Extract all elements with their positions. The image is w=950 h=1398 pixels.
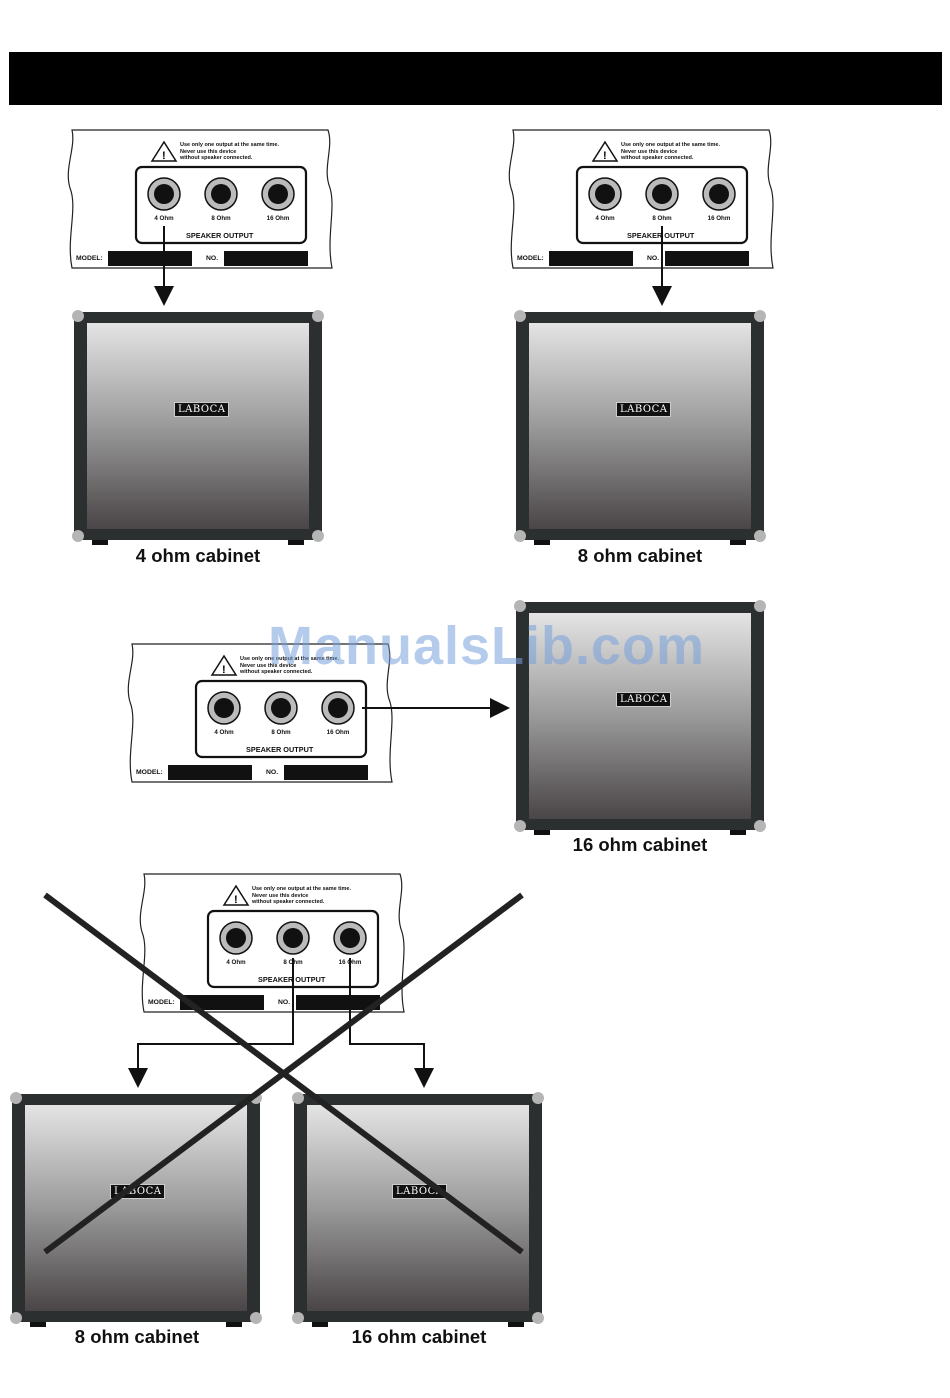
cabinet-body bbox=[514, 600, 766, 835]
jack-label-8: 8 Ohm bbox=[271, 729, 291, 736]
no-label: NO. bbox=[266, 769, 279, 776]
jack-label-16: 16 Ohm bbox=[266, 215, 290, 222]
amp-panel-8ohm: ! Use only one output at the same time. … bbox=[505, 128, 777, 274]
jack-4ohm-icon bbox=[207, 691, 241, 725]
caption-16ohm: 16 ohm cabinet bbox=[572, 834, 708, 855]
panel-outline: ! bbox=[127, 643, 393, 783]
jack-label-16: 16 Ohm bbox=[326, 729, 350, 736]
warning-icon bbox=[210, 654, 238, 676]
laboca-logo: LABOCA bbox=[110, 1184, 166, 1199]
jack-label-8: 8 Ohm bbox=[211, 215, 231, 222]
svg-text:!: ! bbox=[162, 150, 166, 162]
cabinet-body bbox=[72, 310, 324, 545]
jack-label-4: 4 Ohm bbox=[214, 729, 234, 736]
jack-16ohm-icon bbox=[261, 177, 295, 211]
cabinet-body bbox=[514, 310, 766, 545]
amp-panel-16ohm: ! Use only one output at the same time. … bbox=[124, 642, 396, 788]
cabinet-wrong-16ohm: LABOCA bbox=[292, 1092, 544, 1328]
jack-label-16: 16 Ohm bbox=[338, 959, 362, 966]
model-label: MODEL: bbox=[136, 769, 163, 776]
caption-wrong-8ohm: 8 ohm cabinet bbox=[74, 1326, 200, 1347]
cabinet-body bbox=[10, 1092, 262, 1327]
speaker-output-label: SPEAKER OUTPUT bbox=[258, 975, 326, 984]
cabinet-body bbox=[292, 1092, 544, 1327]
amp-panel-wrong: ! Use only one output at the same time. … bbox=[136, 872, 408, 1018]
svg-text:!: ! bbox=[234, 894, 238, 906]
caption-4ohm: 4 ohm cabinet bbox=[135, 545, 261, 566]
model-label: MODEL: bbox=[76, 255, 103, 262]
svg-text:!: ! bbox=[603, 150, 607, 162]
cabinet-8ohm: LABOCA bbox=[514, 310, 766, 546]
laboca-logo: LABOCA bbox=[616, 692, 672, 707]
model-label: MODEL: bbox=[148, 999, 175, 1006]
caption-wrong-16ohm: 16 ohm cabinet bbox=[351, 1326, 487, 1347]
no-label: NO. bbox=[206, 255, 219, 262]
jack-8ohm-icon bbox=[276, 921, 310, 955]
jack-16ohm-icon bbox=[321, 691, 355, 725]
speaker-output-label: SPEAKER OUTPUT bbox=[627, 231, 695, 240]
laboca-logo: LABOCA bbox=[616, 402, 672, 417]
panel-outline: ! bbox=[67, 129, 333, 269]
header-bar bbox=[9, 52, 942, 105]
jack-label-8: 8 Ohm bbox=[283, 959, 303, 966]
watermark: ManualsLib.com bbox=[268, 616, 706, 676]
cabinet-4ohm: LABOCA bbox=[72, 310, 324, 546]
warning-icon bbox=[150, 140, 178, 162]
svg-text:!: ! bbox=[222, 664, 226, 676]
laboca-logo: LABOCA bbox=[174, 402, 230, 417]
warning-text: Use only one output at the same time. Ne… bbox=[252, 886, 352, 905]
jack-16ohm-icon bbox=[333, 921, 367, 955]
caption-8ohm: 8 ohm cabinet bbox=[577, 545, 703, 566]
speaker-output-label: SPEAKER OUTPUT bbox=[186, 231, 254, 240]
cabinet-wrong-8ohm: LABOCA bbox=[10, 1092, 262, 1328]
jack-4ohm-icon bbox=[219, 921, 253, 955]
speaker-output-label: SPEAKER OUTPUT bbox=[246, 745, 314, 754]
warning-icon bbox=[591, 140, 619, 162]
jack-4ohm-icon bbox=[147, 177, 181, 211]
jack-4ohm-icon bbox=[588, 177, 622, 211]
amp-panel-4ohm: ! Use only one output at the same time. … bbox=[64, 128, 336, 274]
jack-label-16: 16 Ohm bbox=[707, 215, 731, 222]
warning-text: Use only one output at the same time. Ne… bbox=[240, 656, 340, 675]
jack-8ohm-icon bbox=[645, 177, 679, 211]
jack-8ohm-icon bbox=[204, 177, 238, 211]
jack-label-8: 8 Ohm bbox=[652, 215, 672, 222]
no-label: NO. bbox=[278, 999, 291, 1006]
cabinet-16ohm: LABOCA bbox=[514, 600, 766, 836]
jack-16ohm-icon bbox=[702, 177, 736, 211]
warning-text: Use only one output at the same time. Ne… bbox=[180, 142, 280, 161]
jack-label-4: 4 Ohm bbox=[595, 215, 615, 222]
warning-text: Use only one output at the same time. Ne… bbox=[621, 142, 721, 161]
laboca-logo: LABOCA bbox=[392, 1184, 448, 1199]
jack-label-4: 4 Ohm bbox=[226, 959, 246, 966]
jack-label-4: 4 Ohm bbox=[154, 215, 174, 222]
panel-outline: ! bbox=[508, 129, 774, 269]
model-label: MODEL: bbox=[517, 255, 544, 262]
jack-8ohm-icon bbox=[264, 691, 298, 725]
no-label: NO. bbox=[647, 255, 660, 262]
